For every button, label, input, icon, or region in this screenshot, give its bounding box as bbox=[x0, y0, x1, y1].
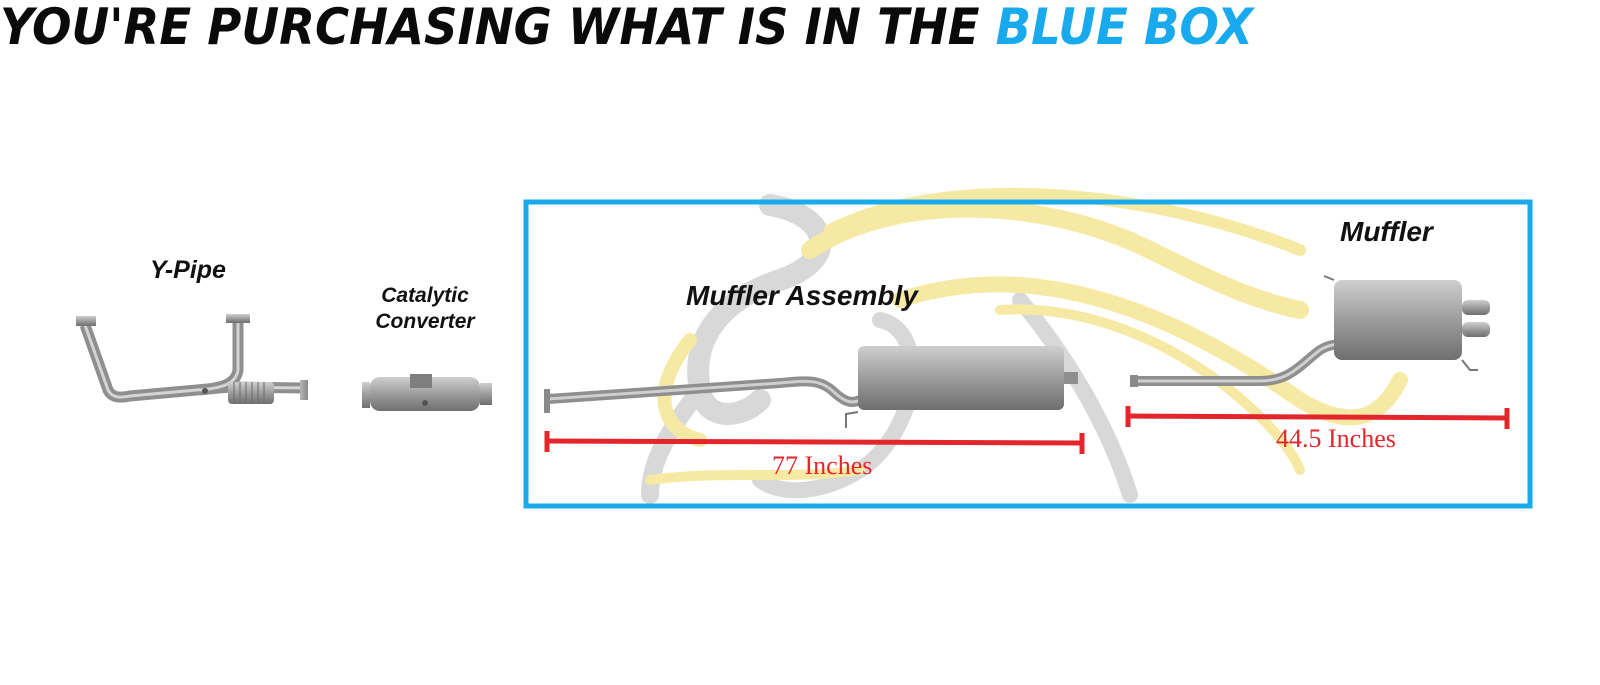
watermark-logo bbox=[641, 187, 1408, 504]
y-pipe-image bbox=[76, 314, 308, 404]
measurement-77-label: 77 Inches bbox=[772, 451, 873, 480]
catalytic-converter-image bbox=[362, 374, 492, 411]
muffler-label: Muffler bbox=[1340, 216, 1433, 247]
measure-line-77 bbox=[544, 431, 1085, 454]
headline-highlight: BLUE BOX bbox=[995, 0, 1254, 56]
muffler-image bbox=[1130, 275, 1490, 387]
headline-prefix: YOU'RE PURCHASING WHAT IS IN THE bbox=[0, 0, 980, 56]
measurement-44-5-label: 44.5 Inches bbox=[1276, 424, 1396, 453]
muffler-assembly-label: Muffler Assembly bbox=[686, 280, 918, 311]
catalytic-converter-label: Catalytic Converter bbox=[360, 283, 490, 335]
y-pipe-label: Y-Pipe bbox=[150, 256, 226, 284]
muffler-assembly-image bbox=[544, 346, 1078, 428]
blue-box bbox=[523, 199, 1533, 509]
measure-line-44-5 bbox=[1125, 406, 1510, 429]
catalytic-converter-label-line2: Converter bbox=[375, 310, 475, 333]
page-headline: YOU'RE PURCHASING WHAT IS IN THE BLUE BO… bbox=[0, 0, 1488, 58]
catalytic-converter-label-line1: Catalytic bbox=[381, 284, 469, 307]
